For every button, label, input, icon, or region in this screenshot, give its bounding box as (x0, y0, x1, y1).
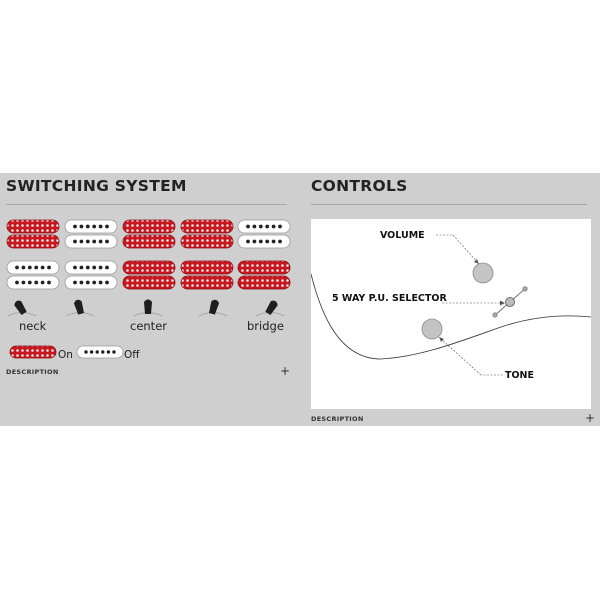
selector-switch-icon (505, 297, 515, 307)
pickup-humbucker-icon (122, 260, 176, 290)
pickup-humbucker-icon (6, 219, 60, 249)
selector-label: 5 WAY P.U. SELECTOR (332, 293, 447, 304)
controls-expand-plus-icon[interactable]: + (585, 411, 596, 425)
content-band: SWITCHING SYSTEM neck center bridge On O… (0, 173, 600, 426)
volume-knob-icon (472, 262, 494, 284)
pickup-humbucker-icon (6, 260, 60, 290)
pickup-humbucker-icon (237, 219, 291, 249)
switching-system-title: SWITCHING SYSTEM (6, 177, 187, 195)
controls-title: CONTROLS (311, 177, 408, 195)
pickup-humbucker-icon (180, 260, 234, 290)
toggle-switch-icon (65, 299, 95, 317)
pickup-diagram (6, 219, 291, 359)
switching-description-label[interactable]: DESCRIPTION (6, 368, 59, 376)
controls-diagram: VOLUME 5 WAY P.U. SELECTOR TONE (311, 219, 591, 409)
tone-knob-icon (421, 318, 443, 340)
toggle-switch-icon (255, 300, 285, 317)
title-divider (311, 204, 587, 205)
toggle-switch-icon (7, 300, 37, 317)
controls-description-label[interactable]: DESCRIPTION (311, 415, 364, 423)
toggle-switch-icon (133, 299, 163, 317)
switching-system-panel: SWITCHING SYSTEM neck center bridge On O… (0, 173, 300, 426)
legend-on-pickup-icon (9, 345, 57, 359)
toggle-switch-icon (198, 299, 228, 317)
tone-label: TONE (505, 370, 534, 381)
controls-panel: CONTROLS (300, 173, 600, 426)
switching-expand-plus-icon[interactable]: + (280, 364, 291, 378)
title-divider (6, 204, 287, 205)
position-label-bridge: bridge (247, 319, 284, 333)
pickup-humbucker-icon (64, 219, 118, 249)
pickup-humbucker-icon (64, 260, 118, 290)
pickup-humbucker-icon (237, 260, 291, 290)
position-label-neck: neck (19, 319, 47, 333)
legend-on-label: On (58, 349, 73, 361)
volume-label: VOLUME (380, 230, 425, 241)
position-label-center: center (130, 319, 167, 333)
legend-off-label: Off (124, 349, 140, 361)
pickup-humbucker-icon (180, 219, 234, 249)
guitar-body-outline (311, 273, 591, 360)
legend-off-pickup-icon (76, 345, 124, 359)
pickup-humbucker-icon (122, 219, 176, 249)
